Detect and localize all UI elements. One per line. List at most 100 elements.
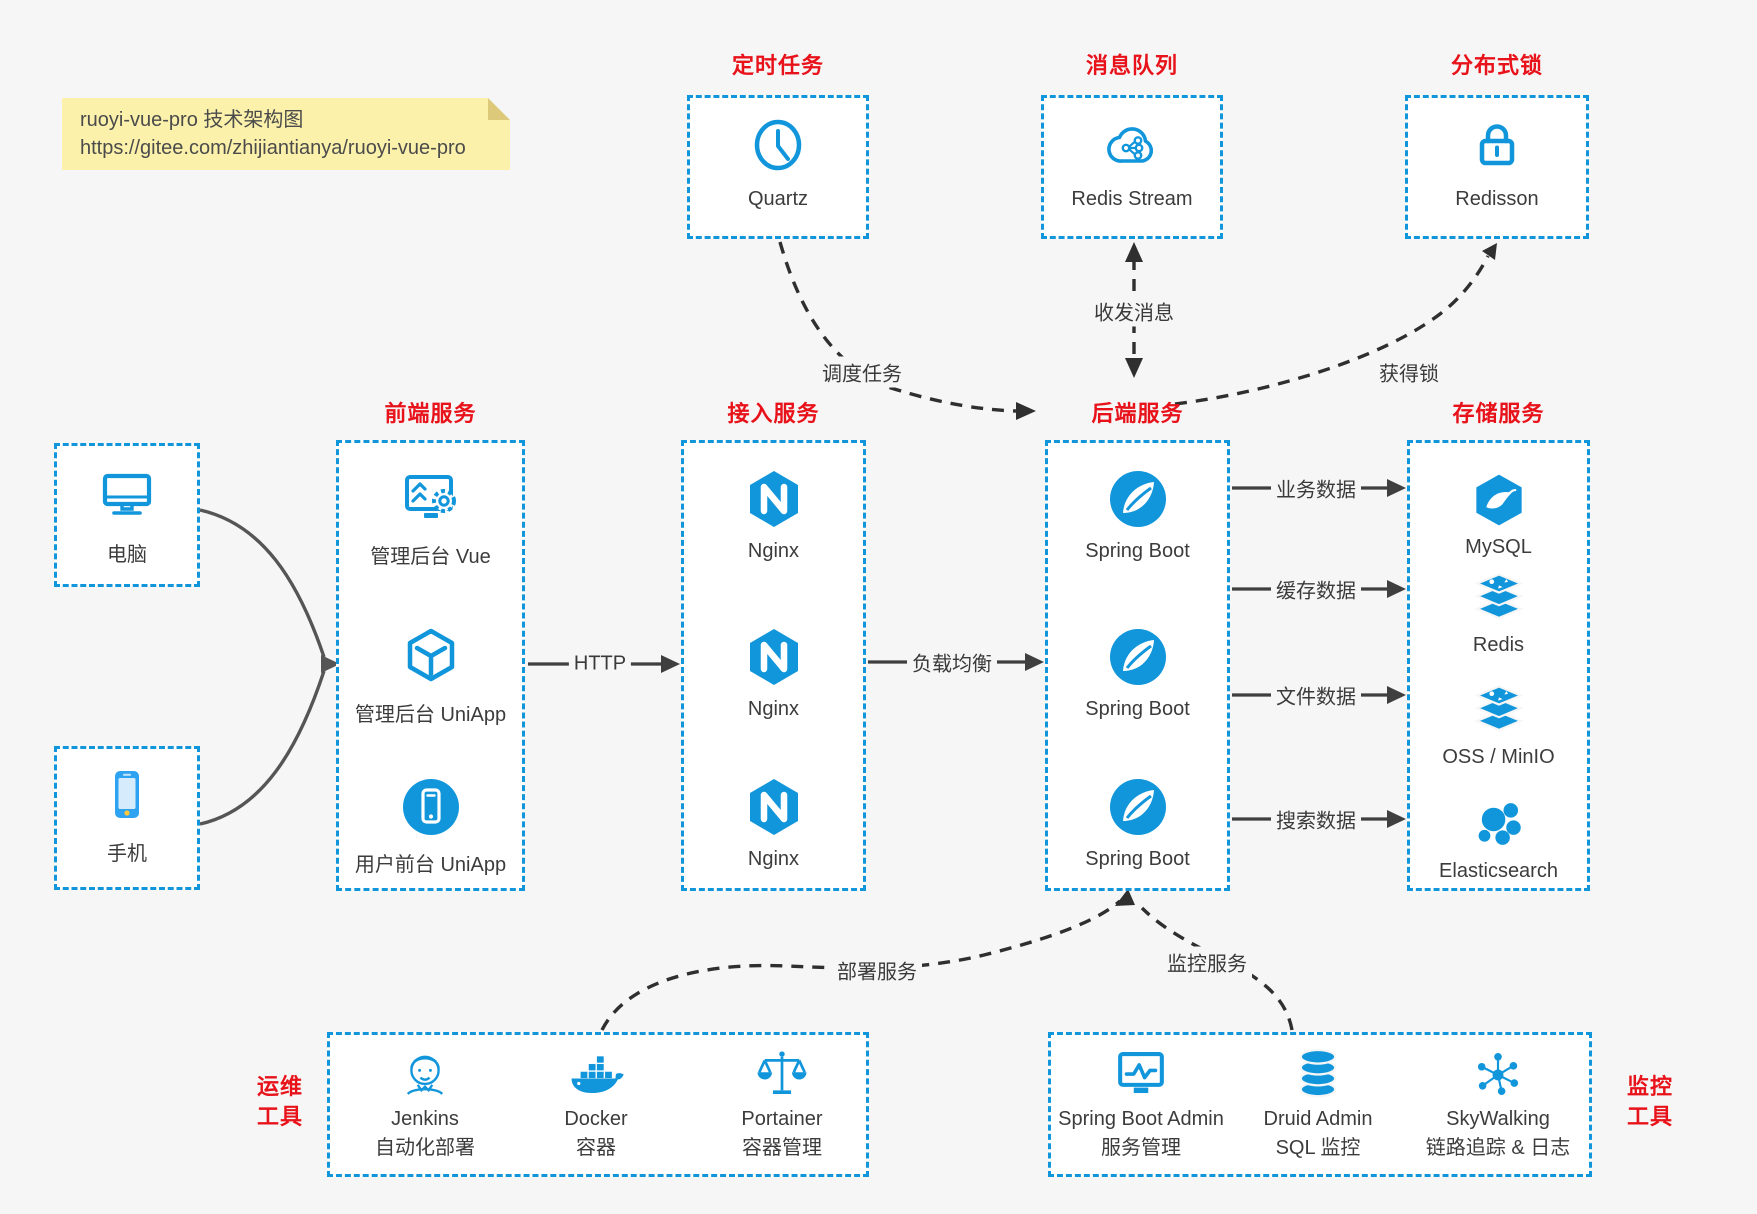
- message-arrowhead-up: [1125, 242, 1143, 262]
- user-uniapp-label: 用户前台 UniApp: [354, 854, 507, 876]
- monitor-label: 监控服务: [1162, 946, 1252, 978]
- gateway-services-box: Nginx Nginx Nginx: [681, 440, 866, 891]
- pc-client-label: 电脑: [107, 544, 147, 566]
- nginx-label: Nginx: [747, 698, 800, 720]
- jenkins-name: Jenkins: [391, 1108, 459, 1130]
- nginx-item-3: Nginx: [684, 775, 863, 871]
- frontend-services-box: 管理后台 Vue 管理后台 UniApp 用户前台 UniApp: [336, 440, 525, 891]
- schedule-task-label: 调度任务: [817, 356, 907, 388]
- note-fold-corner: [488, 98, 510, 120]
- admin-vue-icon: [399, 467, 463, 531]
- oss-stack-icon: [1470, 681, 1528, 739]
- acquire-lock-arrowhead: [1482, 243, 1497, 260]
- mobile-client-item: 手机: [57, 763, 197, 866]
- cloud-stream-icon: [1100, 114, 1164, 178]
- distributed-lock-title: 分布式锁: [1450, 53, 1543, 78]
- skywalking-item: SkyWalking 链路追踪 & 日志: [1403, 1045, 1593, 1161]
- portainer-item: Portainer 容器管理: [702, 1045, 862, 1161]
- note-title: ruoyi-vue-pro 技术架构图: [80, 109, 304, 131]
- backend-services-box: Spring Boot Spring Boot Spring Boot: [1045, 440, 1230, 891]
- spring-boot-admin-item: Spring Boot Admin 服务管理: [1051, 1045, 1231, 1161]
- elasticsearch-label: Elasticsearch: [1439, 860, 1558, 882]
- mobile-client-box: 手机: [54, 746, 200, 890]
- monitor-tools-box: Spring Boot Admin 服务管理 Druid Admin SQL 监…: [1048, 1032, 1592, 1177]
- admin-vue-item: 管理后台 Vue: [339, 467, 522, 569]
- springboot-label: Spring Boot: [1085, 848, 1190, 870]
- nginx-icon: [742, 775, 806, 839]
- springboot-item-1: Spring Boot: [1048, 467, 1227, 563]
- user-uniapp-item: 用户前台 UniApp: [339, 775, 522, 877]
- oss-minio-label: OSS / MinIO: [1442, 746, 1555, 768]
- jenkins-item: Jenkins 自动化部署: [345, 1045, 505, 1161]
- pc-client-box: 电脑: [54, 443, 200, 587]
- quartz-box: Quartz: [687, 95, 869, 239]
- frontend-services-title: 前端服务: [384, 401, 477, 426]
- jenkins-desc: 自动化部署: [375, 1137, 475, 1159]
- spring-boot-icon: [1106, 467, 1170, 531]
- oss-minio-item: OSS / MinIO: [1410, 681, 1587, 769]
- monitor-tools-title-line2: 工具: [1626, 1104, 1673, 1129]
- druid-admin-item: Druid Admin SQL 监控: [1223, 1045, 1413, 1161]
- redis-stream-label: Redis Stream: [1071, 188, 1193, 210]
- note-url: https://gitee.com/zhijiantianya/ruoyi-vu…: [80, 137, 466, 159]
- cube-icon: [399, 625, 463, 689]
- sticky-note: ruoyi-vue-pro 技术架构图 https://gitee.com/zh…: [62, 98, 510, 170]
- schedule-task-arrow: [778, 241, 1017, 413]
- message-label: 收发消息: [1089, 295, 1179, 327]
- desktop-icon: [95, 464, 159, 528]
- docker-item: Docker 容器: [516, 1045, 676, 1161]
- elasticsearch-item: Elasticsearch: [1410, 795, 1587, 883]
- nginx-icon: [742, 625, 806, 689]
- druid-admin-desc: SQL 监控: [1275, 1137, 1361, 1159]
- elasticsearch-icon: [1470, 795, 1528, 853]
- redis-label: Redis: [1472, 634, 1525, 656]
- skywalking-name: SkyWalking: [1446, 1108, 1550, 1130]
- monitor-tools-title: 监控 工具: [1608, 1072, 1692, 1132]
- springboot-label: Spring Boot: [1085, 540, 1190, 562]
- monitor-tools-title-line1: 监控: [1626, 1074, 1673, 1099]
- redisson-box: Redisson: [1405, 95, 1589, 239]
- admin-uniapp-label: 管理后台 UniApp: [354, 704, 507, 726]
- mysql-icon: [1470, 471, 1528, 529]
- druid-admin-name: Druid Admin: [1263, 1108, 1373, 1130]
- ops-tools-title: 运维 工具: [238, 1072, 322, 1132]
- storage-services-box: MySQL Redis OSS / MinIO Elasticsearch: [1407, 440, 1590, 891]
- quartz-label: Quartz: [747, 188, 809, 210]
- ops-tools-box: Jenkins 自动化部署 Docker 容器 Portainer 容器管理: [327, 1032, 869, 1177]
- monitor-chart-icon: [1112, 1045, 1170, 1103]
- skywalking-desc: 链路追踪 & 日志: [1425, 1137, 1571, 1159]
- deploy-label: 部署服务: [832, 954, 922, 986]
- admin-uniapp-item: 管理后台 UniApp: [339, 625, 522, 727]
- redis-stream-box: Redis Stream: [1041, 95, 1223, 239]
- file-data-label: 文件数据: [1271, 679, 1361, 711]
- schedule-task-arrowhead: [1016, 402, 1036, 420]
- acquire-lock-label: 获得锁: [1374, 356, 1444, 388]
- docker-desc: 容器: [576, 1137, 616, 1159]
- nginx-label: Nginx: [747, 848, 800, 870]
- mobile-client-label: 手机: [107, 843, 147, 865]
- redis-item: Redis: [1410, 569, 1587, 657]
- docker-icon: [567, 1045, 625, 1103]
- redisson-item: Redisson: [1408, 114, 1586, 211]
- scheduled-task-title: 定时任务: [731, 53, 824, 78]
- lock-icon: [1465, 114, 1529, 178]
- scales-icon: [753, 1045, 811, 1103]
- redis-stack-icon: [1470, 569, 1528, 627]
- load-balance-label: 负载均衡: [907, 646, 997, 678]
- backend-services-title: 后端服务: [1091, 401, 1184, 426]
- gateway-services-title: 接入服务: [727, 401, 820, 426]
- ops-tools-title-line1: 运维: [256, 1074, 303, 1099]
- nginx-item-1: Nginx: [684, 467, 863, 563]
- node-graph-icon: [1469, 1045, 1527, 1103]
- springboot-item-2: Spring Boot: [1048, 625, 1227, 721]
- smartphone-icon: [95, 763, 159, 827]
- mysql-label: MySQL: [1465, 536, 1532, 558]
- business-data-label: 业务数据: [1271, 472, 1361, 504]
- clients-to-frontend-arrow: [199, 508, 340, 826]
- spring-boot-admin-desc: 服务管理: [1101, 1137, 1181, 1159]
- portainer-name: Portainer: [741, 1108, 823, 1130]
- message-queue-title: 消息队列: [1085, 53, 1178, 78]
- docker-name: Docker: [564, 1108, 628, 1130]
- nginx-item-2: Nginx: [684, 625, 863, 721]
